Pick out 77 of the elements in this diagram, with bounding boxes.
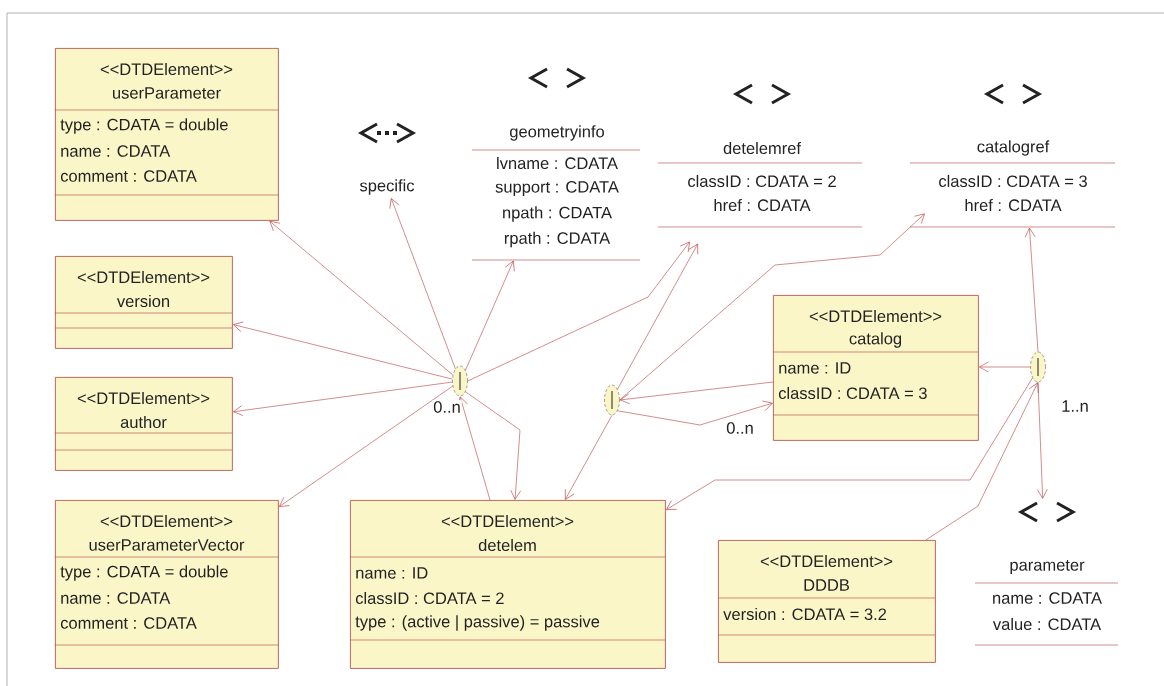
arrow <box>979 361 1031 373</box>
element-name: parameter <box>1010 559 1085 575</box>
attribute-text: type : CDATA = double <box>60 118 228 134</box>
arrow <box>1037 381 1048 499</box>
arrow <box>666 377 1033 510</box>
attribute-text: href : CDATA <box>714 198 811 212</box>
multiplicity-label: 0..n <box>725 421 755 435</box>
class-box <box>54 48 279 221</box>
attribute-text: lvname : CDATA <box>497 156 618 170</box>
element-name: catalogref <box>977 140 1050 156</box>
attribute-text: name : CDATA <box>61 145 171 157</box>
arrow <box>565 414 613 500</box>
arrow <box>925 382 1039 541</box>
arrow <box>465 260 515 371</box>
class-name: DDDB <box>804 579 849 591</box>
arrow <box>233 321 453 380</box>
class-name: version <box>116 294 169 308</box>
choice-symbol <box>452 365 468 397</box>
attribute-text: npath : CDATA <box>503 206 612 222</box>
attribute-text: classID : CDATA = 2 <box>355 591 504 605</box>
arrow <box>617 243 699 390</box>
arrow <box>617 400 773 426</box>
attribute-text: classID : CDATA = 2 <box>688 174 836 188</box>
element-box <box>974 501 1119 646</box>
arrow <box>467 241 690 382</box>
class-box <box>349 500 666 669</box>
choice-symbol <box>1030 351 1046 383</box>
attribute-text: classID : CDATA = 3 <box>939 174 1087 188</box>
arrow <box>619 213 925 401</box>
class-name: userParameterVector <box>89 539 245 551</box>
attribute-text: classID : CDATA = 3 <box>778 386 927 400</box>
stereotype-label: <<DTDElement>> <box>441 514 574 528</box>
attribute-text: type : (active | passive) = passive <box>355 615 600 631</box>
attribute-text: comment : CDATA <box>60 170 197 182</box>
stereotype-label: <<DTDElement>> <box>100 514 233 528</box>
arrow <box>465 391 521 500</box>
arrow <box>457 396 491 501</box>
class-box <box>54 500 279 669</box>
element-name: detelemref <box>723 141 801 155</box>
arrow <box>233 381 453 416</box>
stereotype-label: <<DTDElement>> <box>77 270 210 284</box>
class-name: detelem <box>478 538 536 552</box>
multiplicity-label: 0..n <box>432 400 462 414</box>
element-box <box>657 83 863 228</box>
class-box <box>717 540 936 663</box>
attribute-text: name : CDATA <box>61 592 171 604</box>
choice-symbol <box>604 384 620 416</box>
class-name: userParameter <box>113 87 221 99</box>
stereotype-label: <<DTDElement>> <box>100 62 233 76</box>
attribute-text: comment : CDATA <box>60 617 197 629</box>
attribute-text: name : ID <box>356 567 428 579</box>
arrow <box>389 198 456 370</box>
element-box <box>471 67 641 261</box>
attribute-text: rpath : CDATA <box>504 231 611 248</box>
element-name: specific <box>359 179 415 195</box>
class-box <box>54 256 233 349</box>
arrow <box>269 220 454 376</box>
attribute-text: href : CDATA <box>965 198 1062 212</box>
arrow <box>279 385 454 507</box>
multiplicity-label: 1..n <box>1060 399 1090 413</box>
stereotype-label: <<DTDElement>> <box>809 309 942 323</box>
class-box <box>54 377 233 471</box>
class-name: catalog <box>849 332 902 348</box>
stereotype-label: <<DTDElement>> <box>77 391 210 405</box>
attribute-text: name : CDATA <box>993 592 1102 604</box>
attribute-text: type : CDATA = double <box>60 565 228 581</box>
attribute-text: version : CDATA = 3.2 <box>723 607 887 621</box>
class-box <box>772 295 979 441</box>
element-name: geometryinfo <box>510 125 604 141</box>
stereotype-label: <<DTDElement>> <box>760 554 893 568</box>
arrow <box>620 381 774 405</box>
attribute-text: value : CDATA <box>993 617 1102 631</box>
arrow <box>1024 227 1039 353</box>
attribute-text: name : ID <box>779 362 851 374</box>
element-box <box>909 83 1116 228</box>
attribute-text: support : CDATA <box>495 181 619 196</box>
class-name: author <box>120 415 167 429</box>
